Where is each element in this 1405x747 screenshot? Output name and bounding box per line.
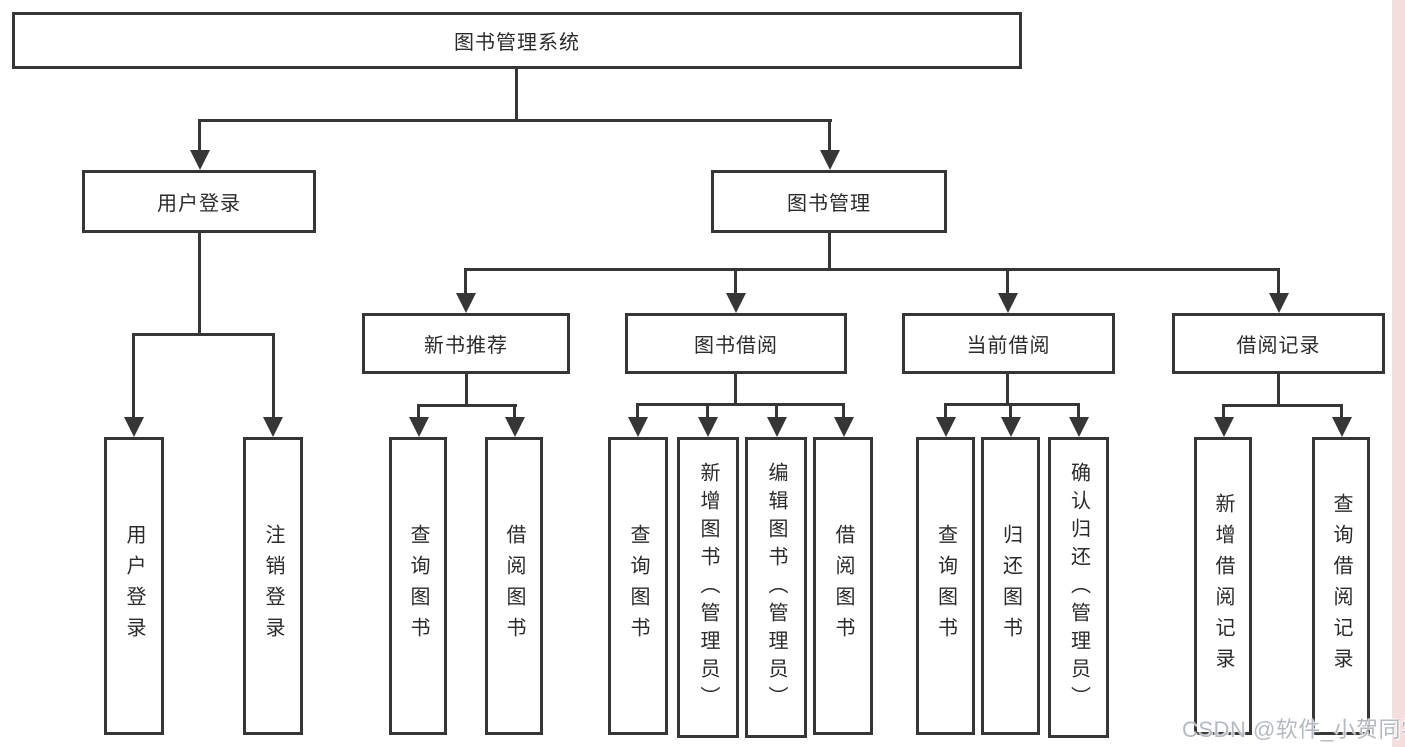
node-borrow-records: 借阅记录	[1172, 313, 1385, 374]
connector-line	[734, 268, 737, 296]
leaf-query-book-borrow: 查询图书	[608, 437, 668, 735]
connector-line	[132, 333, 135, 420]
connector-line	[1222, 404, 1225, 420]
csdn-watermark: CSDN @软件_小贺同学	[1182, 717, 1405, 742]
connector-line	[734, 374, 737, 406]
node-root-label: 图书管理系统	[454, 32, 580, 54]
leaf-user-login-label: 用户登录	[123, 524, 145, 648]
node-user-login-label: 用户登录	[157, 193, 241, 215]
connector-line	[828, 233, 831, 271]
connector-line	[636, 403, 639, 420]
node-current-borrow-label: 当前借阅	[966, 335, 1051, 357]
connector-line	[944, 403, 1080, 406]
arrow-down-icon	[1069, 417, 1089, 437]
connector-line	[272, 333, 275, 420]
arrow-down-icon	[998, 293, 1018, 313]
arrow-down-icon	[263, 417, 283, 437]
connector-line	[132, 333, 275, 336]
leaf-borrow-book-label: 借阅图书	[832, 524, 854, 648]
node-book-management: 图书管理	[711, 170, 947, 233]
arrow-down-icon	[124, 417, 144, 437]
connector-line	[1277, 268, 1280, 296]
leaf-logout-label: 注销登录	[262, 524, 284, 648]
node-current-borrow: 当前借阅	[902, 313, 1115, 374]
leaf-query-book-recommend-label: 查询图书	[407, 524, 429, 648]
connector-line	[1006, 374, 1009, 406]
arrow-down-icon	[1001, 417, 1021, 437]
connector-line	[464, 268, 1280, 271]
connector-line	[1077, 403, 1080, 420]
arrow-down-icon	[834, 417, 854, 437]
leaf-borrow-book-recommend: 借阅图书	[485, 437, 543, 735]
leaf-query-book-current-label: 查询图书	[934, 524, 957, 648]
leaf-query-borrow-record-label: 查询借阅记录	[1330, 493, 1352, 679]
leaf-query-borrow-record: 查询借阅记录	[1312, 437, 1370, 735]
connector-line	[417, 404, 420, 420]
arrow-down-icon	[698, 417, 718, 437]
connector-line	[198, 119, 832, 122]
arrow-down-icon	[628, 417, 648, 437]
leaf-confirm-return-admin: 确认归还（管理员）	[1048, 437, 1109, 738]
arrow-down-icon	[456, 293, 476, 313]
connector-line	[417, 404, 517, 407]
connector-line	[842, 403, 845, 420]
leaf-edit-book-admin: 编辑图书（管理员）	[745, 437, 807, 738]
connector-line	[1009, 403, 1012, 420]
node-new-book-recommend: 新书推荐	[362, 313, 570, 374]
arrow-down-icon	[936, 417, 956, 437]
arrow-down-icon	[1269, 293, 1289, 313]
node-root: 图书管理系统	[12, 12, 1022, 69]
leaf-query-book-recommend: 查询图书	[389, 437, 447, 735]
leaf-edit-book-admin-label: 编辑图书（管理员）	[765, 461, 787, 714]
leaf-user-login: 用户登录	[104, 437, 164, 735]
leaf-return-book: 归还图书	[981, 437, 1040, 735]
leaf-add-book-admin: 新增图书（管理员）	[677, 437, 739, 738]
leaf-query-book-borrow-label: 查询图书	[627, 524, 649, 648]
connector-line	[775, 403, 778, 420]
leaf-borrow-book: 借阅图书	[813, 437, 873, 735]
node-user-login: 用户登录	[82, 170, 316, 233]
arrow-down-icon	[726, 293, 746, 313]
arrow-down-icon	[505, 417, 525, 437]
leaf-add-book-admin-label: 新增图书（管理员）	[697, 461, 719, 714]
leaf-logout: 注销登录	[243, 437, 303, 735]
connector-line	[465, 374, 468, 407]
arrow-down-icon	[1214, 417, 1234, 437]
leaf-add-borrow-record: 新增借阅记录	[1194, 437, 1252, 735]
connector-line	[464, 268, 467, 296]
connector-line	[1006, 268, 1009, 296]
connector-line	[515, 68, 518, 122]
connector-line	[198, 233, 201, 335]
connector-line	[706, 403, 709, 420]
connector-line	[513, 404, 516, 420]
node-book-management-label: 图书管理	[787, 193, 871, 215]
leaf-confirm-return-admin-label: 确认归还（管理员）	[1067, 461, 1090, 714]
arrow-down-icon	[767, 417, 787, 437]
arrow-down-icon	[409, 417, 429, 437]
arrow-down-icon	[190, 150, 210, 170]
connector-line	[636, 403, 845, 406]
arrow-down-icon	[1332, 417, 1352, 437]
leaf-return-book-label: 归还图书	[999, 524, 1022, 648]
node-book-borrow: 图书借阅	[625, 313, 847, 374]
leaf-borrow-book-recommend-label: 借阅图书	[503, 524, 525, 648]
connector-line	[828, 119, 831, 153]
leaf-query-book-current: 查询图书	[916, 437, 975, 735]
connector-line	[944, 403, 947, 420]
connector-line	[1277, 374, 1280, 407]
arrow-down-icon	[820, 150, 840, 170]
connector-line	[1222, 404, 1343, 407]
node-borrow-records-label: 借阅记录	[1236, 335, 1321, 357]
node-book-borrow-label: 图书借阅	[694, 335, 778, 357]
node-new-book-recommend-label: 新书推荐	[424, 335, 508, 357]
leaf-add-borrow-record-label: 新增借阅记录	[1212, 493, 1234, 679]
connector-line	[1340, 404, 1343, 420]
right-edge-strip	[1392, 0, 1405, 747]
connector-line	[198, 119, 201, 153]
